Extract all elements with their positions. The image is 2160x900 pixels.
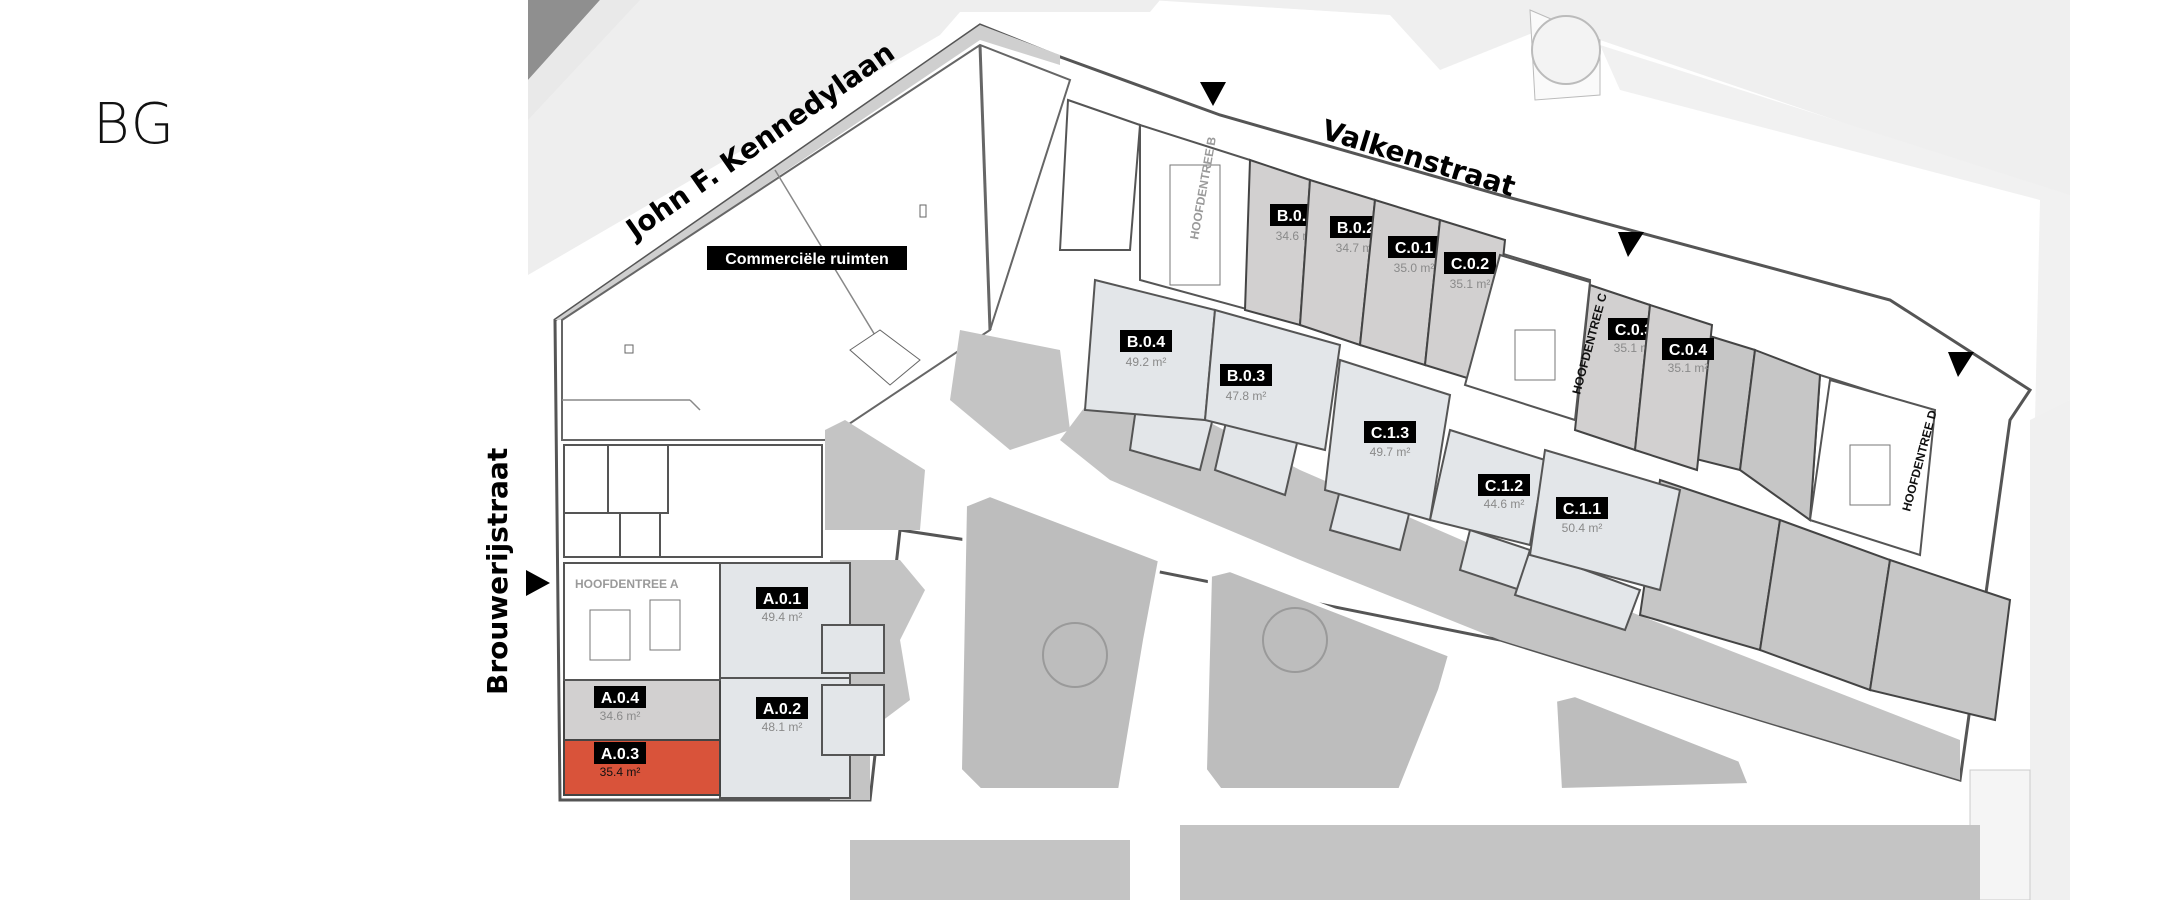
svg-text:47.8 m²: 47.8 m² [1226, 389, 1267, 403]
svg-text:35.4 m²: 35.4 m² [600, 765, 641, 779]
unit-c-0-4[interactable]: C.0.4 35.1 m² [1633, 303, 1714, 472]
entrance-arrow-icon [526, 570, 550, 596]
entrance-arrows [526, 82, 1974, 596]
svg-text:C.1.2: C.1.2 [1485, 478, 1523, 495]
svg-text:49.2 m²: 49.2 m² [1126, 355, 1167, 369]
svg-text:49.7 m²: 49.7 m² [1370, 445, 1411, 459]
svg-text:C.0.3: C.0.3 [1615, 322, 1653, 339]
svg-text:35.1 m²: 35.1 m² [1668, 361, 1709, 375]
unit-c-1-2[interactable]: C.1.2 44.6 m² [1428, 428, 1547, 547]
svg-text:C.0.1: C.0.1 [1395, 240, 1433, 257]
svg-text:A.0.3: A.0.3 [601, 746, 639, 763]
svg-text:C.0.4: C.0.4 [1669, 342, 1707, 359]
courtyard [957, 492, 1753, 793]
entrance-arrow-icon [1200, 82, 1226, 106]
svg-text:50.4 m²: 50.4 m² [1562, 521, 1603, 535]
svg-text:C.1.3: C.1.3 [1371, 425, 1409, 442]
street-name-brouwerijstraat: Brouwerijstraat [481, 448, 514, 695]
unit-a-0-1[interactable]: A.0.1 49.4 m² [719, 562, 885, 679]
unit-b-0-3[interactable]: B.0.3 47.8 m² [1203, 308, 1342, 452]
svg-text:B.0.3: B.0.3 [1227, 368, 1265, 385]
svg-text:B.0.2: B.0.2 [1337, 220, 1375, 237]
svg-text:B.0.1: B.0.1 [1277, 208, 1315, 225]
svg-text:35.0 m²: 35.0 m² [1394, 261, 1435, 275]
unit-c-1-1[interactable]: C.1.1 50.4 m² [1528, 448, 1682, 592]
svg-text:49.4 m²: 49.4 m² [762, 610, 803, 624]
surroundings [528, 0, 2070, 900]
svg-text:34.6 m²: 34.6 m² [600, 709, 641, 723]
svg-text:B.0.4: B.0.4 [1127, 334, 1165, 351]
floor-label: BG [93, 92, 177, 157]
commercial-label: Commerciële ruimten [707, 246, 907, 270]
unit-a-0-3-selected[interactable]: A.0.3 35.4 m² [563, 739, 721, 796]
unit-a-0-4[interactable]: A.0.4 34.6 m² [563, 679, 721, 741]
unit-b-0-4[interactable]: B.0.4 49.2 m² [1083, 278, 1217, 422]
svg-text:34.7 m²: 34.7 m² [1336, 241, 1377, 255]
commercial-block [561, 43, 1072, 441]
svg-text:48.1 m²: 48.1 m² [762, 720, 803, 734]
entrance-arrow-icon [1948, 352, 1974, 377]
entrance-a-label: HOOFDENTREE A [575, 577, 679, 591]
svg-text:Commerciële ruimten: Commerciële ruimten [725, 251, 889, 268]
unit-b-0-2[interactable]: B.0.2 34.7 m² [1298, 178, 1382, 347]
entrance-cores [563, 253, 1937, 681]
svg-text:C.0.2: C.0.2 [1451, 256, 1489, 273]
svg-text:35.1 m²: 35.1 m² [1614, 341, 1655, 355]
svg-text:35.1 m²: 35.1 m² [1450, 277, 1491, 291]
entrance-arrow-icon [1618, 232, 1644, 257]
unit-c-0-1[interactable]: C.0.1 35.0 m² [1358, 198, 1442, 367]
svg-text:C.1.1: C.1.1 [1563, 501, 1601, 518]
units[interactable]: B.0.1 34.6 m² B.0.2 34.7 m² C.0.1 35.0 m… [563, 158, 1714, 799]
svg-text:44.6 m²: 44.6 m² [1484, 497, 1525, 511]
unit-a-0-2[interactable]: A.0.2 48.1 m² [719, 677, 885, 799]
svg-text:A.0.1: A.0.1 [763, 591, 801, 608]
svg-text:A.0.4: A.0.4 [601, 690, 639, 707]
svg-text:A.0.2: A.0.2 [763, 701, 801, 718]
